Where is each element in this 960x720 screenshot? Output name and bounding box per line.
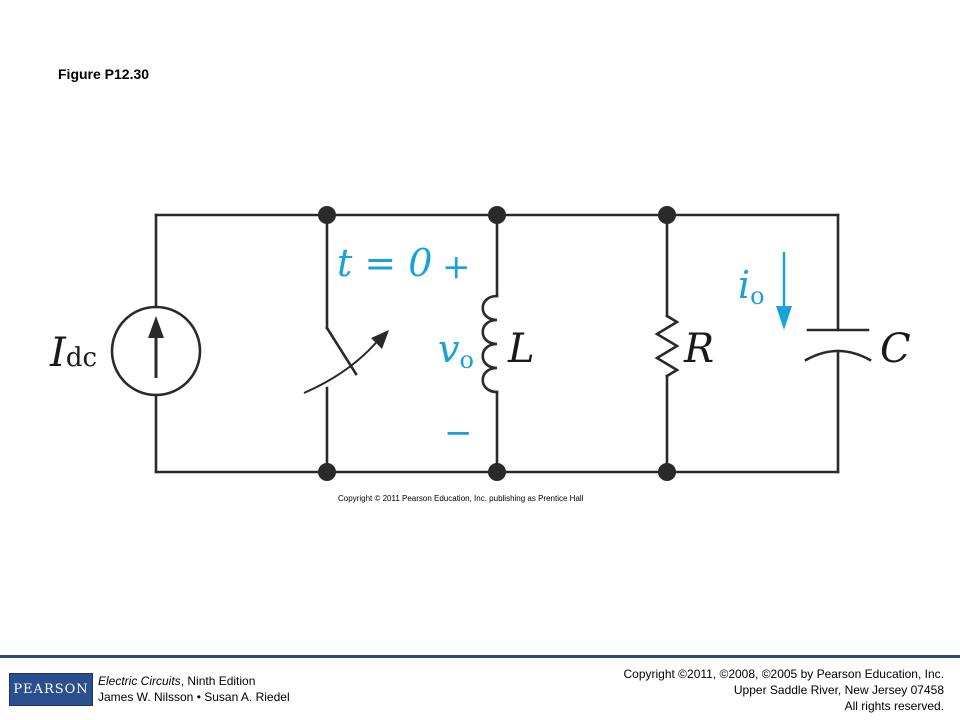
vo-plus: + xyxy=(442,247,471,287)
copyright-line-1: Copyright ©2011, ©2008, ©2005 by Pearson… xyxy=(623,667,944,681)
vo-minus: − xyxy=(444,413,473,453)
pearson-logo: PEARSON xyxy=(9,673,93,706)
copyright-line-3: All rights reserved. xyxy=(844,699,944,713)
book-title: Electric Circuits xyxy=(98,674,181,688)
arrow-up-icon xyxy=(148,316,164,338)
logo-text: PEARSON xyxy=(13,682,89,697)
footer-divider xyxy=(0,655,960,658)
copyright-line-2: Upper Saddle River, New Jersey 07458 xyxy=(733,683,944,697)
node-bottom-switch xyxy=(318,463,336,481)
figure-title: Figure P12.30 xyxy=(58,66,150,82)
publisher-copyright: Copyright ©2011, ©2008, ©2005 by Pearson… xyxy=(623,666,944,714)
book-info: Electric Circuits, Ninth Edition James W… xyxy=(98,673,290,705)
resistor-zigzag xyxy=(654,314,680,378)
node-bottom-inductor xyxy=(488,463,506,481)
vo-label: vo xyxy=(438,327,474,374)
switch-blade xyxy=(325,326,358,376)
node-top-resistor xyxy=(658,206,676,224)
node-top-inductor xyxy=(488,206,506,224)
source-label: Idc xyxy=(49,330,97,376)
capacitor-label: C xyxy=(880,326,911,372)
node-bottom-resistor xyxy=(658,463,676,481)
io-arrow xyxy=(776,252,792,330)
inductor-label: L xyxy=(507,326,535,372)
inductor-coil xyxy=(481,294,499,394)
book-authors: James W. Nilsson • Susan A. Riedel xyxy=(98,690,290,704)
switch-actuator-arrow xyxy=(303,330,389,394)
resistor-label: R xyxy=(683,326,714,372)
arrow-down-icon xyxy=(776,306,792,330)
arrow-curved-icon xyxy=(371,330,389,349)
diagram-copyright: Copyright © 2011 Pearson Education, Inc.… xyxy=(338,494,584,503)
book-edition: , Ninth Edition xyxy=(180,674,256,688)
current-source xyxy=(110,305,202,397)
node-top-switch xyxy=(318,206,336,224)
book-title-line: Electric Circuits, Ninth Edition xyxy=(98,673,290,689)
io-label: io xyxy=(738,263,765,310)
switch-label: t = 0 xyxy=(337,241,432,285)
